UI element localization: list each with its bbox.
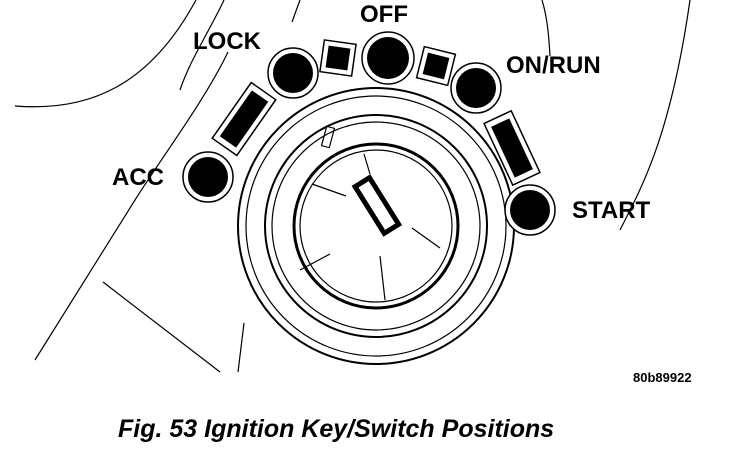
key-slot [351, 174, 403, 237]
off-position-dot [361, 31, 415, 85]
off-on-detent-marker [415, 45, 457, 87]
dashboard-contour-lines [14, 0, 691, 373]
acc-label: ACC [112, 164, 164, 191]
acc-position-dot [182, 151, 234, 203]
figure-code: 80b89922 [633, 370, 692, 385]
switch-bezel [237, 87, 515, 365]
lock-off-detent-marker [319, 39, 357, 77]
acc-lock-range-marker [211, 81, 277, 157]
lock-position-dot [267, 47, 319, 99]
lock-label: LOCK [193, 28, 262, 55]
on-run-position-dot [450, 62, 502, 114]
off-label: OFF [360, 1, 408, 28]
figure-caption: Fig. 53 Ignition Key/Switch Positions [118, 415, 554, 443]
position-dots [182, 31, 556, 236]
on-run-label: ON/RUN [506, 52, 601, 79]
start-label: START [572, 197, 651, 224]
start-position-dot [504, 184, 556, 236]
on-start-range-marker [483, 109, 541, 187]
